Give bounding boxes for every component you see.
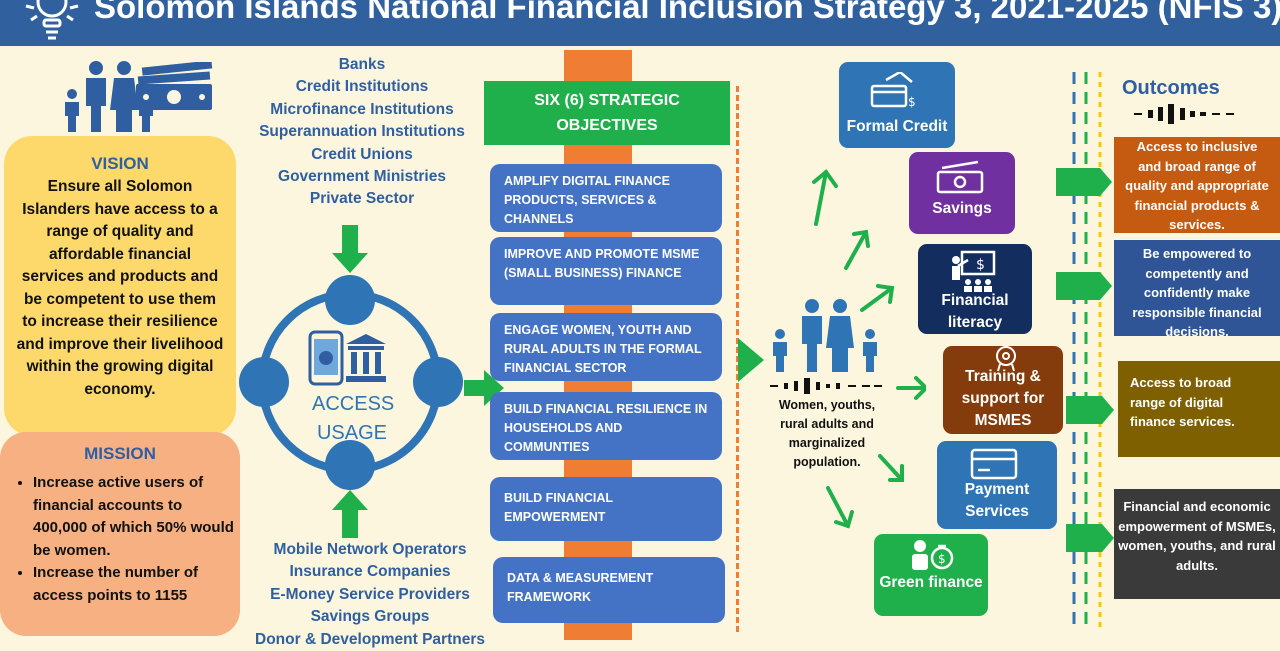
stakeholders-top: Banks Credit Institutions Microfinance I… xyxy=(232,54,492,211)
svg-text:$: $ xyxy=(908,95,916,109)
mobile-phone-icon xyxy=(308,330,344,386)
teacher-board-icon: $ xyxy=(952,250,996,292)
vision-text: Ensure all Solomon Islanders have access… xyxy=(16,178,224,398)
svg-text:$: $ xyxy=(976,257,985,273)
gear-head-icon xyxy=(996,346,1016,372)
product-financial-literacy: Financial literacy xyxy=(918,244,1032,334)
outcome-arrows xyxy=(1056,168,1114,552)
outcome-item: Financial and economic empowerment of MS… xyxy=(1114,489,1280,599)
person-money-bag-icon: $ xyxy=(912,540,954,570)
product-label: Payment Services xyxy=(964,481,1030,520)
mission-item: Increase the number of access points to … xyxy=(33,562,240,607)
objectives-title: SIX (6) STRATEGIC OBJECTIVES xyxy=(484,81,730,145)
cash-icon xyxy=(936,160,984,194)
outcome-item: Access to broad range of digital finance… xyxy=(1118,361,1280,457)
stakeholder-item: Banks xyxy=(338,56,386,73)
outcome-item: Be empowered to competently and confiden… xyxy=(1114,240,1280,339)
stakeholder-item: Mobile Network Operators xyxy=(273,541,467,558)
product-payment-services: Payment Services xyxy=(937,441,1057,529)
vision-title: VISION xyxy=(91,154,149,173)
product-label: Green finance xyxy=(879,574,983,591)
arrow-down-icon xyxy=(332,225,368,273)
objective-item: DATA & MEASUREMENT FRAMEWORK xyxy=(493,557,725,623)
waveform-icon xyxy=(770,378,882,394)
waveform-icon xyxy=(1134,104,1234,124)
product-training-msmes: Training & support for MSMES xyxy=(943,346,1063,434)
objective-item: BUILD FINANCIAL EMPOWERMENT xyxy=(490,477,722,541)
cycle-usage: USAGE xyxy=(316,422,388,444)
mission-box: MISSION Increase active users of financi… xyxy=(0,432,240,636)
product-arrows xyxy=(812,169,926,529)
stakeholder-item: E-Money Service Providers xyxy=(270,585,470,603)
mission-list: Increase active users of financial accou… xyxy=(0,472,240,607)
objective-item: AMPLIFY DIGITAL FINANCE PRODUCTS, SERVIC… xyxy=(490,164,722,232)
divider-line xyxy=(736,86,739,632)
objective-item: BUILD FINANCIAL RESILIENCE IN HOUSEHOLDS… xyxy=(490,392,722,460)
product-label: Savings xyxy=(932,200,992,217)
bank-icon xyxy=(346,334,386,382)
card-icon xyxy=(970,448,1018,480)
stakeholder-item: Private Sector xyxy=(309,190,415,208)
objective-item: ENGAGE WOMEN, YOUTH AND RURAL ADULTS IN … xyxy=(490,313,722,381)
outcomes-title: Outcomes xyxy=(1122,77,1220,99)
stakeholder-item: Credit Institutions xyxy=(295,78,429,96)
product-label: Financial literacy xyxy=(941,292,1009,331)
cycle-access: ACCESS xyxy=(312,393,395,415)
vision-box: VISION Ensure all Solomon Islanders have… xyxy=(4,136,236,436)
stakeholder-item: Savings Groups xyxy=(310,608,430,626)
arrow-up-icon xyxy=(332,490,368,538)
stakeholder-item: Insurance Companies xyxy=(289,563,451,581)
product-label: Formal Credit xyxy=(846,118,948,135)
mission-title: MISSION xyxy=(84,444,156,463)
product-green-finance: Green finance xyxy=(874,534,988,616)
objective-item: IMPROVE AND PROMOTE MSME (SMALL BUSINESS… xyxy=(490,237,722,305)
stakeholder-item: Credit Unions xyxy=(311,145,413,163)
family-icon xyxy=(773,299,877,372)
credit-card-icon: $ xyxy=(870,72,916,109)
page-title: Solomon Islands National Financial Inclu… xyxy=(94,0,1280,25)
mission-item: Increase active users of financial accou… xyxy=(33,472,240,562)
svg-text:$: $ xyxy=(938,552,946,566)
cycle-label: ACCESS USAGE xyxy=(312,390,395,448)
stakeholders-bottom: Mobile Network Operators Insurance Compa… xyxy=(240,539,500,651)
stakeholder-item: Government Ministries xyxy=(278,168,446,186)
arrow-right-icon xyxy=(738,338,764,382)
product-label: Training & support for MSMES xyxy=(961,368,1045,429)
money-icon xyxy=(136,62,213,110)
target-group-label: Women, youths, rural adults and marginal… xyxy=(778,398,876,469)
stakeholder-item: Superannuation Institutions xyxy=(259,123,465,141)
header-bar xyxy=(0,0,1280,46)
lightbulb-gear-icon xyxy=(25,0,79,40)
outcome-item: Access to inclusive and broad range of q… xyxy=(1114,137,1280,233)
stakeholder-item: Microfinance Institutions xyxy=(270,100,454,118)
